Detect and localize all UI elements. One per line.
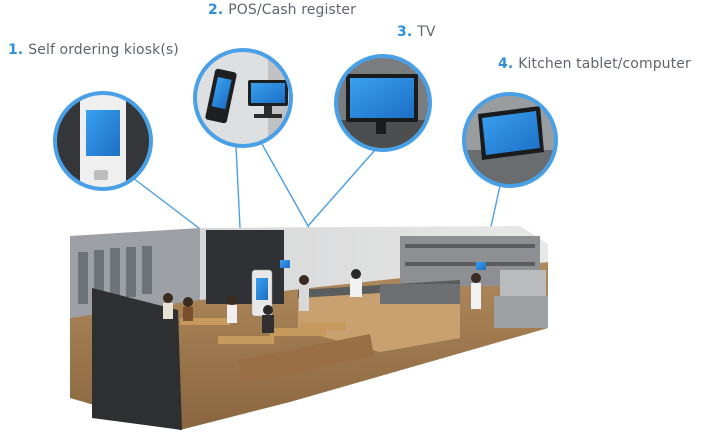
label-text: TV xyxy=(417,24,436,40)
label-pos-cash-register: 2.POS/Cash register xyxy=(208,2,356,18)
callout-line-tv xyxy=(307,149,376,227)
kitchen-shelving xyxy=(400,236,548,328)
callout-line-pos-2 xyxy=(261,143,309,227)
label-kitchen-tablet: 4.Kitchen tablet/computer xyxy=(498,56,691,72)
callout-kiosk xyxy=(53,91,153,191)
label-self-ordering-kiosk: 1.Self ordering kiosk(s) xyxy=(8,42,179,58)
label-text: POS/Cash register xyxy=(228,2,356,18)
scene-kitchen-screen xyxy=(476,262,486,270)
label-text: Self ordering kiosk(s) xyxy=(28,42,179,58)
label-number: 2. xyxy=(208,2,224,18)
bench xyxy=(238,334,374,384)
label-number: 3. xyxy=(397,24,413,40)
scene-pos-screen xyxy=(280,260,290,268)
label-number: 4. xyxy=(498,56,514,72)
windows xyxy=(78,246,152,304)
label-tv: 3.TV xyxy=(397,24,436,40)
partition-wall xyxy=(92,288,182,430)
tables xyxy=(180,318,346,344)
callout-kitchen-tablet xyxy=(462,92,558,188)
scene-kiosk xyxy=(251,269,273,317)
people xyxy=(163,269,481,333)
callout-tv xyxy=(334,54,432,152)
counter-equipment xyxy=(380,284,460,304)
label-number: 1. xyxy=(8,42,24,58)
label-text: Kitchen tablet/computer xyxy=(518,56,691,72)
dark-wall-column xyxy=(206,230,284,304)
callout-pos xyxy=(193,48,293,148)
